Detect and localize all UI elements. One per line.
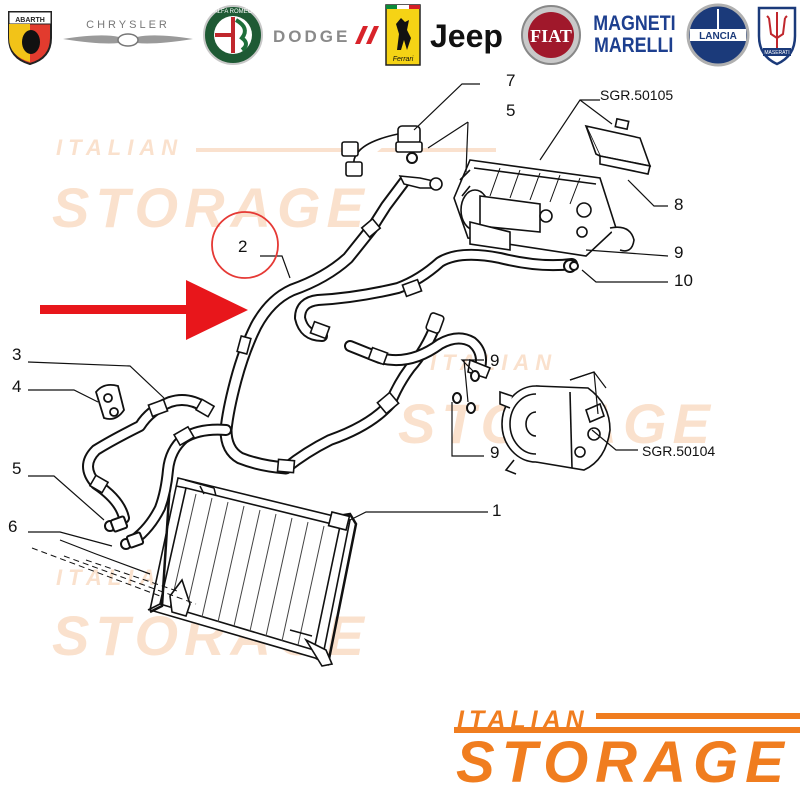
chrysler-logo-text: CHRYSLER — [86, 19, 170, 31]
condenser — [147, 477, 358, 667]
watermark-storage-top: STORAGE — [52, 176, 370, 239]
ref-compressor: SGR.50104 — [642, 443, 716, 459]
fiat-logo-text: FIAT — [530, 26, 572, 46]
magneti-logo-text: MAGNETI — [592, 12, 676, 35]
dodge-logo-text: DODGE — [273, 27, 350, 46]
ferrari-logo: Ferrari — [383, 0, 423, 70]
chrysler-logo: CHRYSLER — [60, 0, 196, 70]
brand-logo-bar: ABARTH CHRYSLER ALFA ROMEO — [0, 0, 800, 70]
switch-7 — [341, 125, 443, 191]
hose-fittings — [88, 217, 492, 494]
lancia-logo-text: LANCIA — [699, 31, 737, 42]
callout-3: 3 — [12, 345, 22, 364]
callout-5-left: 5 — [12, 459, 22, 478]
leader-lines — [27, 83, 669, 575]
compressor — [499, 385, 611, 475]
abarth-logo-text: ABARTH — [15, 17, 45, 24]
callout-6: 6 — [8, 517, 18, 536]
logo-line-bottom — [454, 727, 800, 733]
watermark-italian-mid: ITALIAN — [430, 350, 558, 375]
dodge-logo: DODGE — [270, 0, 380, 70]
control-unit-8 — [584, 117, 652, 175]
callout-8: 8 — [674, 195, 684, 214]
callout-2: 2 — [238, 237, 248, 256]
magneti-marelli-logo: MAGNETI MARELLI — [586, 0, 682, 70]
callout-9-right: 9 — [674, 243, 684, 262]
bracket-4 — [94, 383, 125, 420]
ferrari-logo-text: Ferrari — [393, 56, 414, 63]
watermark-italian-bottom: ITALIAN — [56, 565, 184, 590]
callout-5-top: 5 — [506, 101, 516, 120]
abarth-logo: ABARTH — [2, 0, 58, 70]
watermark-italian-top: ITALIAN — [56, 135, 184, 160]
fiat-logo: FIAT — [518, 0, 584, 70]
callout-1: 1 — [492, 501, 502, 520]
callout-9-mid: 9 — [490, 351, 500, 370]
logo-line-top — [596, 713, 800, 719]
alfa-romeo-logo-text: ALFA ROMEO — [214, 9, 253, 15]
maserati-logo: MASERATI — [754, 0, 800, 70]
jeep-logo-text: Jeep — [430, 18, 503, 54]
ref-evaporator: SGR.50105 — [600, 87, 674, 103]
dashed-lines — [31, 547, 197, 605]
evaporator-unit — [453, 159, 635, 257]
maserati-logo-text: MASERATI — [764, 50, 789, 56]
callout-10: 10 — [674, 271, 693, 290]
hose-2 — [219, 221, 379, 475]
callout-7: 7 — [506, 71, 516, 90]
jeep-logo: Jeep — [426, 0, 516, 70]
highlight-circle — [211, 211, 279, 279]
alfa-romeo-logo: ALFA ROMEO — [198, 0, 268, 70]
red-arrow — [40, 280, 248, 340]
logo-storage: STORAGE — [456, 730, 791, 795]
lancia-logo: LANCIA — [684, 0, 752, 70]
callout-9-lower: 9 — [490, 443, 500, 462]
marelli-logo-text: MARELLI — [594, 34, 674, 57]
callout-4: 4 — [12, 377, 22, 396]
